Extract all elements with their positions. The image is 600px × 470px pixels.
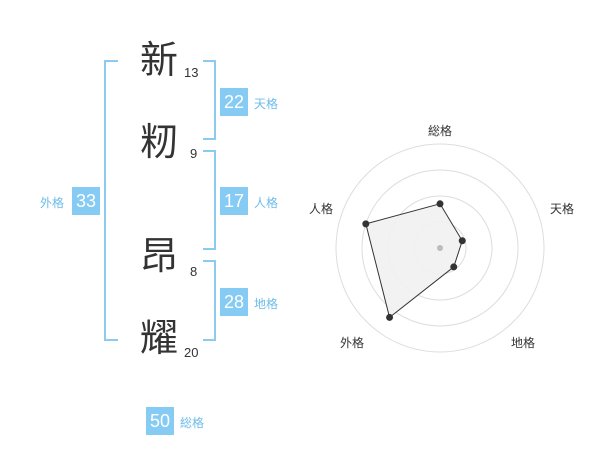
tenkaku-label: 天格 bbox=[254, 97, 279, 111]
soukaku-value: 50 bbox=[146, 407, 174, 435]
name-char-1: 新 bbox=[140, 38, 179, 82]
radar-center-dot bbox=[437, 245, 443, 251]
jinkaku-label: 人格 bbox=[254, 196, 279, 210]
chikaku-label: 地格 bbox=[254, 297, 279, 311]
radar-axis-label-jinkaku: 人格 bbox=[309, 202, 334, 216]
radar-grid-ring bbox=[335, 143, 545, 353]
tenkaku-bracket bbox=[203, 60, 216, 140]
radar-point-4 bbox=[386, 313, 394, 321]
stroke-count-2: 9 bbox=[190, 146, 198, 161]
gaikaku-bracket bbox=[104, 60, 118, 341]
stroke-count-3: 8 bbox=[190, 264, 198, 279]
radar-axis-label-tenkaku: 天格 bbox=[550, 202, 575, 216]
gaikaku-value: 33 bbox=[72, 187, 100, 215]
radar-point-3 bbox=[450, 263, 458, 271]
radar-axis-label-gaikaku: 外格 bbox=[340, 336, 365, 350]
radar-point-1 bbox=[436, 200, 444, 208]
name-char-3: 昂 bbox=[140, 234, 179, 278]
radar-axis-label-soukaku: 総格 bbox=[428, 124, 453, 138]
tenkaku-value: 22 bbox=[220, 88, 248, 116]
radar-axis-label-chikaku: 地格 bbox=[511, 336, 536, 350]
soukaku-label: 総格 bbox=[180, 416, 205, 430]
stroke-count-4: 20 bbox=[184, 345, 199, 360]
gaikaku-label: 外格 bbox=[40, 196, 65, 210]
name-char-4: 耀 bbox=[140, 316, 179, 360]
jinkaku-bracket bbox=[203, 150, 216, 250]
radar-grid-ring bbox=[361, 169, 519, 327]
radar-point-2 bbox=[458, 237, 466, 245]
jinkaku-value: 17 bbox=[220, 187, 248, 215]
name-char-2: 籾 bbox=[140, 120, 179, 164]
chikaku-bracket bbox=[203, 260, 216, 341]
radar-point-5 bbox=[362, 220, 370, 228]
radar-area bbox=[365, 203, 463, 319]
chikaku-value: 28 bbox=[220, 288, 248, 316]
stroke-count-1: 13 bbox=[184, 65, 199, 80]
